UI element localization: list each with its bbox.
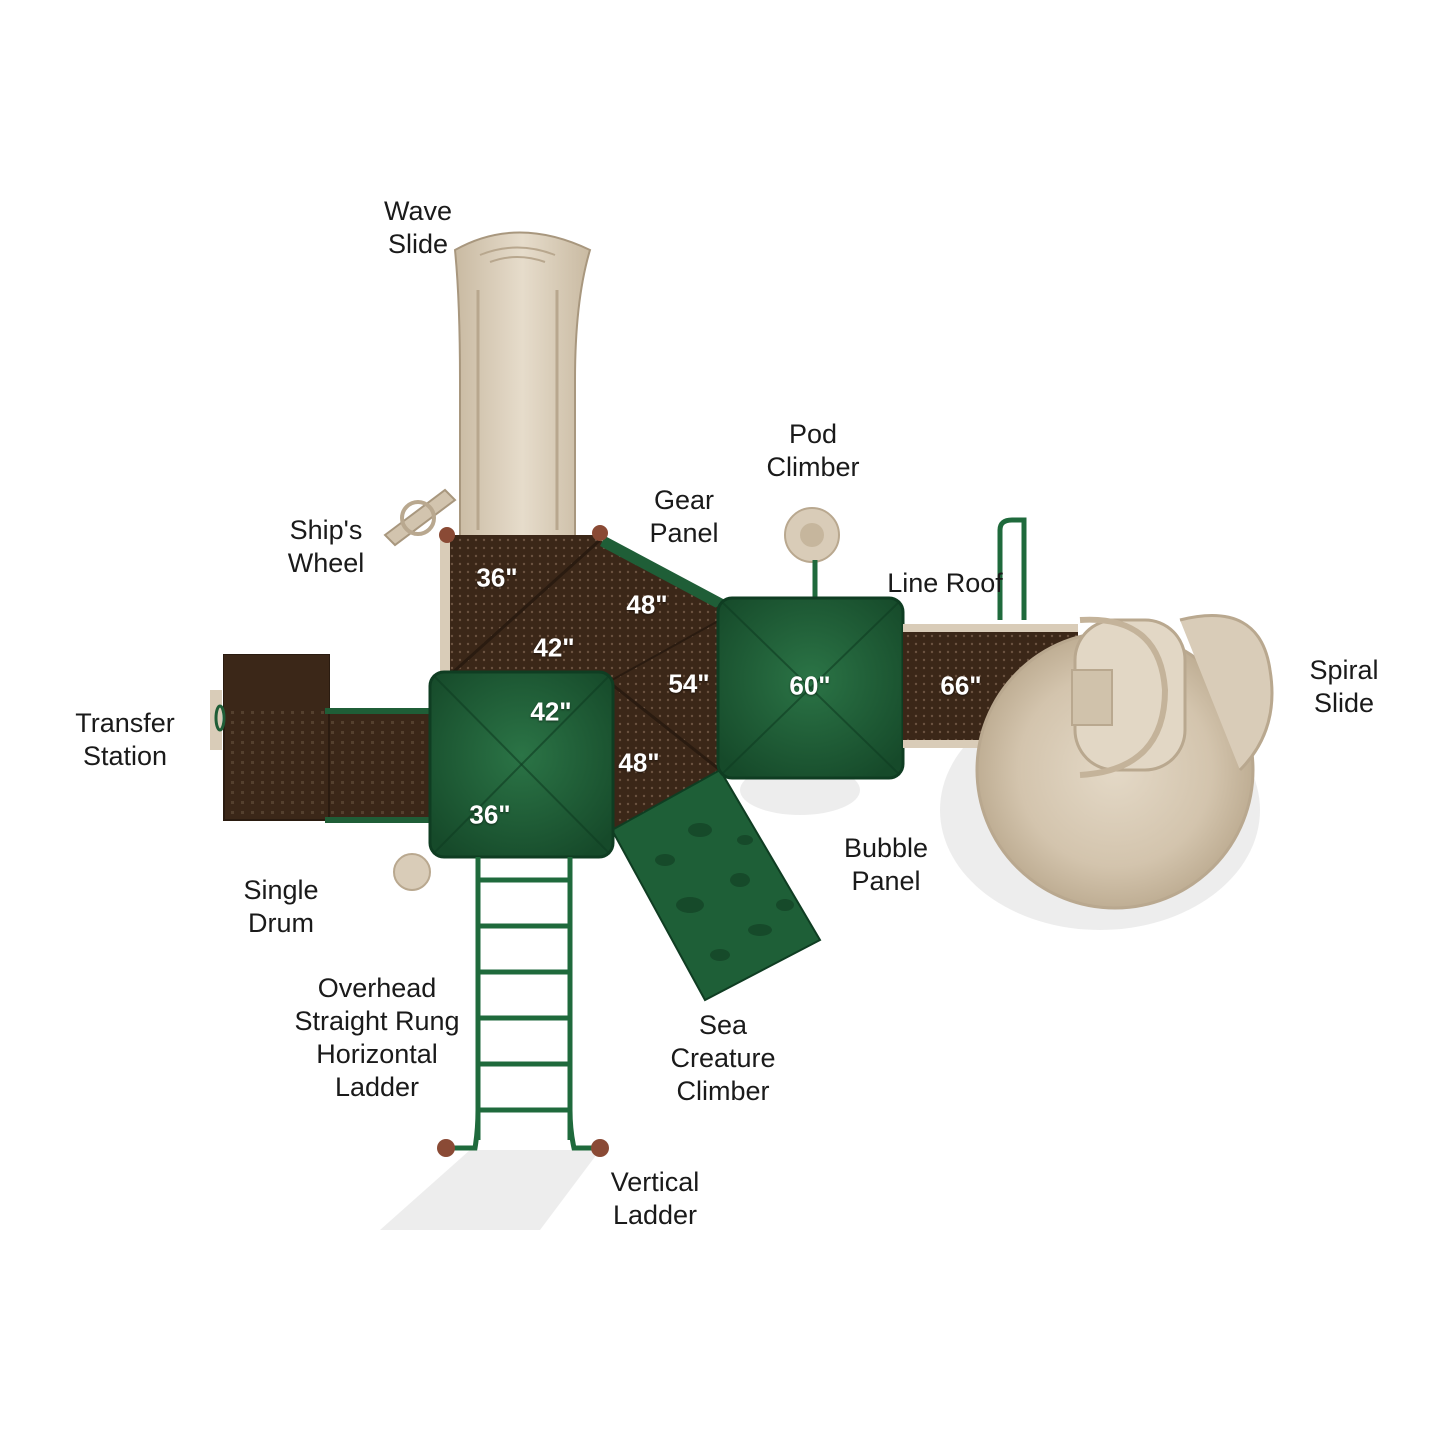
roof-center xyxy=(716,596,905,780)
height-deck-top-mid: 42" xyxy=(533,632,575,663)
deck-top-left xyxy=(448,535,602,677)
height-deck-top-left: 36" xyxy=(476,562,518,593)
label-spiral-slide: Spiral Slide xyxy=(1309,655,1379,718)
label-line-roof: Line Roof xyxy=(887,568,1003,598)
label-pod-climber: Pod Climber xyxy=(766,419,860,482)
ships-wheel xyxy=(383,488,457,547)
transfer-station xyxy=(210,654,435,823)
height-deck-lower: 48" xyxy=(618,747,660,778)
deck-bolts xyxy=(439,525,608,543)
height-roof-left-bottom: 36" xyxy=(469,799,511,830)
spiral-slide xyxy=(975,614,1274,910)
label-vertical-ladder: Vertical Ladder xyxy=(610,1167,700,1230)
label-ships-wheel: Ship's Wheel xyxy=(287,515,365,578)
vertical-ladder xyxy=(437,1109,609,1157)
roof-left xyxy=(428,670,615,859)
wave-slide xyxy=(453,231,592,541)
single-drum xyxy=(393,853,431,891)
line-roof-frame xyxy=(997,517,1027,620)
height-deck-center: 54" xyxy=(668,668,710,699)
label-sea-creature-climber: Sea Creature Climber xyxy=(670,1010,776,1106)
label-transfer-station: Transfer Station xyxy=(75,708,175,771)
sea-creature-climber xyxy=(610,768,822,1002)
pod-climber xyxy=(784,507,840,600)
label-single-drum: Single Drum xyxy=(243,875,319,938)
overhead-ladder xyxy=(475,857,573,1140)
height-roof-center: 60" xyxy=(789,670,831,701)
label-wave-slide: Wave Slide xyxy=(383,196,453,259)
label-bubble-panel: Bubble Panel xyxy=(843,833,929,896)
height-bridge: 66" xyxy=(940,670,982,701)
label-gear-panel: Gear Panel xyxy=(649,485,719,548)
height-roof-left-top: 42" xyxy=(530,696,572,727)
height-deck-gear: 48" xyxy=(626,589,668,620)
label-overhead-ladder: Overhead Straight Rung Horizontal Ladder xyxy=(294,973,460,1102)
deck-center xyxy=(599,605,721,830)
